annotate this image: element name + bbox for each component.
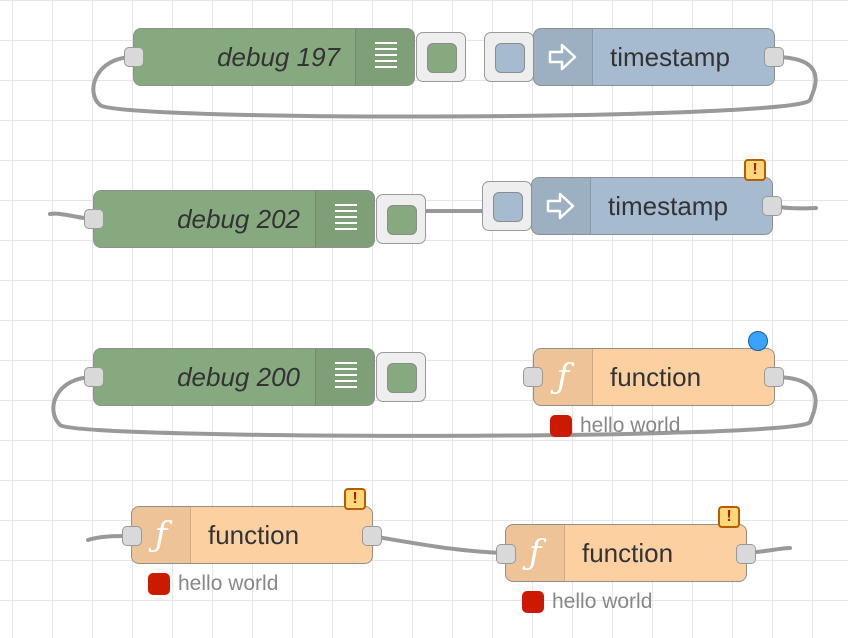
function-node-3[interactable]: ƒ function [505,524,747,582]
function-icon: ƒ [534,349,593,405]
inject-node-timestamp-2[interactable]: timestamp [531,177,773,235]
node-label: timestamp [610,42,730,72]
node-label: debug 197 [217,42,340,72]
node-label: debug 200 [177,362,300,392]
output-port[interactable] [736,544,756,564]
status-text: hello world [552,590,653,613]
input-port[interactable] [84,209,104,229]
output-port[interactable] [764,367,784,387]
status-text: hello world [178,572,279,595]
wire-function2-to-function3[interactable] [369,534,508,555]
input-port[interactable] [84,367,104,387]
node-label: function [582,538,674,568]
list-icon [315,349,374,405]
warning-icon: ! [718,506,740,528]
output-port[interactable] [362,526,382,546]
debug-toggle-button[interactable] [416,32,466,82]
status-dot-icon [550,415,572,437]
status-dot-icon [148,573,170,595]
output-port[interactable] [762,196,782,216]
list-icon [315,191,374,247]
status-dot-icon [522,591,544,613]
node-label: timestamp [608,191,728,221]
function-node-1[interactable]: ƒ function [533,348,775,406]
arrow-right-icon [532,178,591,234]
list-icon [355,29,414,85]
changed-indicator-icon [748,331,768,351]
arrow-right-icon [534,29,593,85]
debug-toggle-button[interactable] [376,194,426,244]
inject-node-timestamp-1[interactable]: timestamp [533,28,775,86]
input-port[interactable] [124,47,144,67]
warning-icon: ! [744,159,766,181]
inject-trigger-button[interactable] [482,181,532,231]
node-label: function [610,362,702,392]
output-port[interactable] [764,47,784,67]
node-label: debug 202 [177,204,300,234]
debug-toggle-button[interactable] [376,352,426,402]
inject-trigger-button[interactable] [484,32,534,82]
status-text: hello world [580,414,681,437]
input-port[interactable] [523,367,543,387]
debug-node-202[interactable]: debug 202 [93,190,375,248]
input-port[interactable] [122,526,142,546]
input-port[interactable] [496,544,516,564]
warning-icon: ! [344,488,366,510]
node-label: function [208,520,300,550]
debug-node-200[interactable]: debug 200 [93,348,375,406]
debug-node-197[interactable]: debug 197 [133,28,415,86]
function-node-2[interactable]: ƒ function [131,506,373,564]
